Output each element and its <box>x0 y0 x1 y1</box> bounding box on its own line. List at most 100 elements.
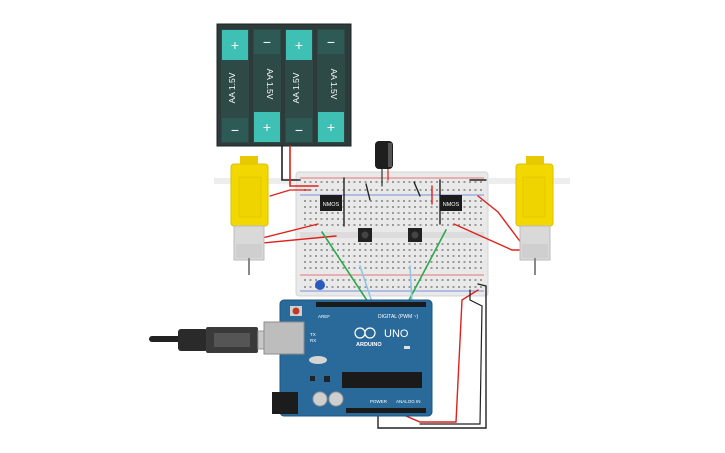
breadboard-hole <box>315 267 317 269</box>
breadboard-hole <box>414 255 416 257</box>
breadboard-hole <box>414 249 416 251</box>
arduino-black-gnd-wire <box>377 283 487 429</box>
breadboard-hole <box>309 286 312 288</box>
breadboard-hole <box>364 261 367 263</box>
power-analog-header <box>346 408 426 413</box>
blue-component[interactable] <box>315 280 325 290</box>
breadboard-hole <box>397 267 400 269</box>
breadboard-hole <box>381 243 383 245</box>
breadboard-hole <box>353 243 356 245</box>
breadboard-hole <box>419 243 422 245</box>
breadboard-hole <box>304 249 306 251</box>
arduino-model: UNO <box>384 328 409 340</box>
arduino-uno[interactable]: DIGITAL (PWM ~) AREF TX RX ARDUINO UNO P… <box>263 299 433 417</box>
mosfet-left[interactable]: NMOS <box>320 195 342 211</box>
battery-red-wire <box>289 145 319 187</box>
breadboard-hole <box>452 286 455 288</box>
breadboard-hole <box>408 249 411 251</box>
breadboard-hole <box>408 286 411 288</box>
breadboard-hole <box>315 249 317 251</box>
breadboard-hole <box>474 218 477 220</box>
breadboard-hole <box>331 279 334 281</box>
breadboard-hole <box>353 286 356 288</box>
breadboard-hole <box>337 189 339 191</box>
breadboard-hole <box>375 206 378 208</box>
breadboard-hole <box>381 261 383 263</box>
breadboard-hole <box>326 181 328 183</box>
breadboard-hole <box>397 249 400 251</box>
breadboard-hole <box>359 279 361 281</box>
pushbutton-right[interactable] <box>408 228 422 242</box>
breadboard-hole <box>408 224 411 226</box>
breadboard-hole <box>441 218 444 220</box>
breadboard-hole <box>447 243 449 245</box>
breadboard-hole <box>370 267 372 269</box>
breadboard-hole <box>364 255 367 257</box>
breadboard-hole <box>375 181 378 183</box>
gear-motor-left[interactable] <box>230 156 269 275</box>
breadboard-hole <box>414 200 416 202</box>
arduino-red-power-wire <box>391 289 479 423</box>
breadboard-hole <box>458 249 460 251</box>
breadboard-hole <box>370 261 372 263</box>
breadboard-hole <box>403 267 405 269</box>
breadboard-hole <box>315 212 317 214</box>
breadboard-hole <box>348 267 350 269</box>
breadboard-hole <box>441 286 444 288</box>
breadboard-hole <box>430 181 433 183</box>
electrolytic-capacitor[interactable] <box>375 141 393 169</box>
breadboard-hole <box>342 243 345 245</box>
breadboard-hole <box>447 249 449 251</box>
breadboard-hole <box>414 261 416 263</box>
breadboard-hole <box>348 249 350 251</box>
mosfet-left-label: NMOS <box>323 202 340 208</box>
breadboard-hole <box>375 224 378 226</box>
tx-label: TX <box>310 332 316 337</box>
breadboard-hole <box>342 249 345 251</box>
breadboard-hole <box>370 200 372 202</box>
breadboard-hole <box>348 200 350 202</box>
breadboard-hole <box>463 261 466 263</box>
crystal <box>309 356 327 364</box>
breadboard-hole <box>458 212 460 214</box>
arduino-black-gnd-wire-2 <box>419 289 483 425</box>
board-capacitor-2 <box>328 391 344 407</box>
breadboard-hole <box>320 255 323 257</box>
breadboard-hole <box>359 224 361 226</box>
breadboard-hole <box>309 261 312 263</box>
usb-cable[interactable] <box>149 327 281 353</box>
breadboard-hole <box>441 261 444 263</box>
board-capacitor-1 <box>312 391 328 407</box>
gear-motor-right[interactable] <box>515 156 554 275</box>
reset-button[interactable] <box>292 307 300 315</box>
breadboard-hole <box>474 200 477 202</box>
breadboard-hole <box>348 181 350 183</box>
breadboard-hole <box>480 200 482 202</box>
breadboard-hole <box>452 279 455 281</box>
pushbutton-left[interactable] <box>358 228 372 242</box>
breadboard-hole <box>408 261 411 263</box>
breadboard-hole <box>315 181 317 183</box>
battery-pack[interactable]: + − AA 1.5V − + AA 1.5V + − AA 1.5V − <box>216 23 352 147</box>
breadboard-hole <box>458 279 460 281</box>
breadboard-hole <box>469 181 471 183</box>
breadboard-hole <box>320 243 323 245</box>
breadboard-hole <box>458 286 460 288</box>
breadboard-hole <box>458 181 460 183</box>
breadboard-hole <box>353 224 356 226</box>
mosfet-right[interactable]: NMOS <box>440 195 462 211</box>
breadboard-hole <box>304 267 306 269</box>
usb-port <box>263 321 305 355</box>
breadboard-hole <box>469 286 471 288</box>
breadboard-hole <box>397 181 400 183</box>
breadboard-hole <box>315 206 317 208</box>
breadboard-hole <box>480 267 482 269</box>
breadboard-hole <box>315 218 317 220</box>
breadboard-hole <box>326 249 328 251</box>
breadboard-hole <box>364 206 367 208</box>
breadboard-hole <box>386 189 389 191</box>
breadboard-hole <box>447 181 449 183</box>
breadboard-hole <box>436 267 438 269</box>
breadboard-hole <box>447 261 449 263</box>
breadboard-hole <box>320 224 323 226</box>
